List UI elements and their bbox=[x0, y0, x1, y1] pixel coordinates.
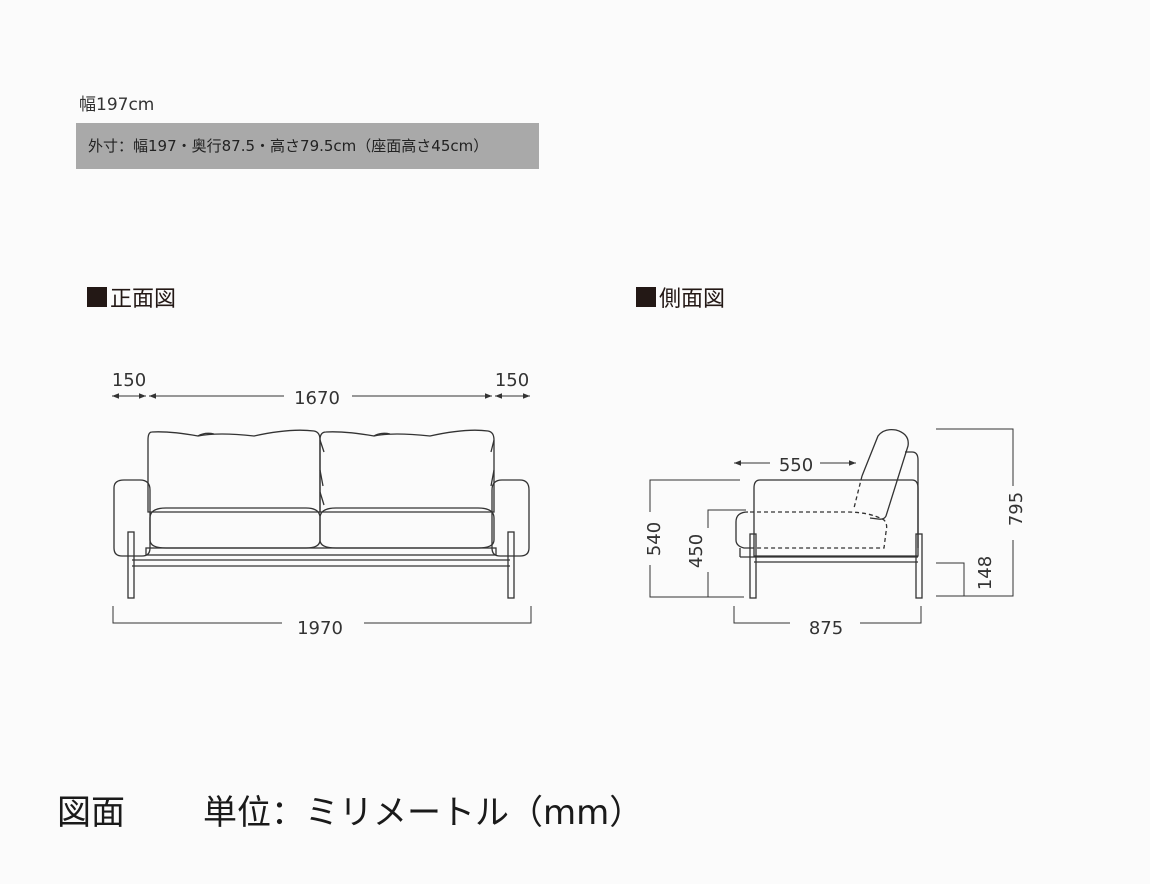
dim-left-arm: 150 bbox=[112, 370, 146, 391]
leg-front-left bbox=[127, 531, 135, 599]
dim-total-width: 1970 bbox=[297, 618, 343, 639]
side-leg-front bbox=[749, 533, 757, 599]
dim-seat-width: 1670 bbox=[294, 388, 340, 409]
back-cushion-left bbox=[147, 429, 321, 513]
side-back-cushion bbox=[861, 428, 909, 520]
front-sofa-drawing bbox=[113, 429, 530, 599]
leg-front-right bbox=[507, 531, 515, 599]
dim-leg-height: 148 bbox=[975, 556, 996, 590]
seat-cushion-right bbox=[319, 507, 495, 549]
dim-right-arm: 150 bbox=[495, 370, 529, 391]
spec-bar: 外寸：幅197・奥行87.5・高さ79.5cm（座面高さ45cm） bbox=[76, 123, 539, 169]
front-dimensions bbox=[112, 393, 532, 624]
side-seat-cushion bbox=[750, 511, 888, 549]
side-arm bbox=[753, 479, 919, 557]
front-view-title: 正面図 bbox=[87, 281, 176, 313]
dim-seat-height: 450 bbox=[686, 534, 707, 568]
footer-label: 図面 bbox=[57, 793, 125, 833]
square-bullet-icon bbox=[636, 287, 656, 307]
side-leg-back bbox=[915, 533, 923, 599]
dim-arm-height: 540 bbox=[644, 522, 665, 556]
front-view-title-text: 正面図 bbox=[110, 287, 177, 312]
dim-seat-depth: 550 bbox=[779, 455, 813, 476]
seat-cushion-left bbox=[149, 507, 321, 549]
back-cushion-right bbox=[319, 429, 495, 513]
square-bullet-icon bbox=[87, 287, 107, 307]
arm-left bbox=[113, 479, 151, 557]
dim-total-depth: 875 bbox=[809, 618, 843, 639]
side-sofa-drawing bbox=[735, 428, 923, 599]
side-dimensions bbox=[649, 428, 1014, 624]
width-label: 幅197cm bbox=[79, 95, 155, 115]
unit-note: 単位：ミリメートル（mm） bbox=[203, 793, 644, 833]
arm-right bbox=[491, 479, 530, 557]
side-view-title-text: 側面図 bbox=[659, 287, 726, 312]
dim-total-height: 795 bbox=[1006, 492, 1027, 526]
side-view-title: 側面図 bbox=[636, 281, 725, 313]
